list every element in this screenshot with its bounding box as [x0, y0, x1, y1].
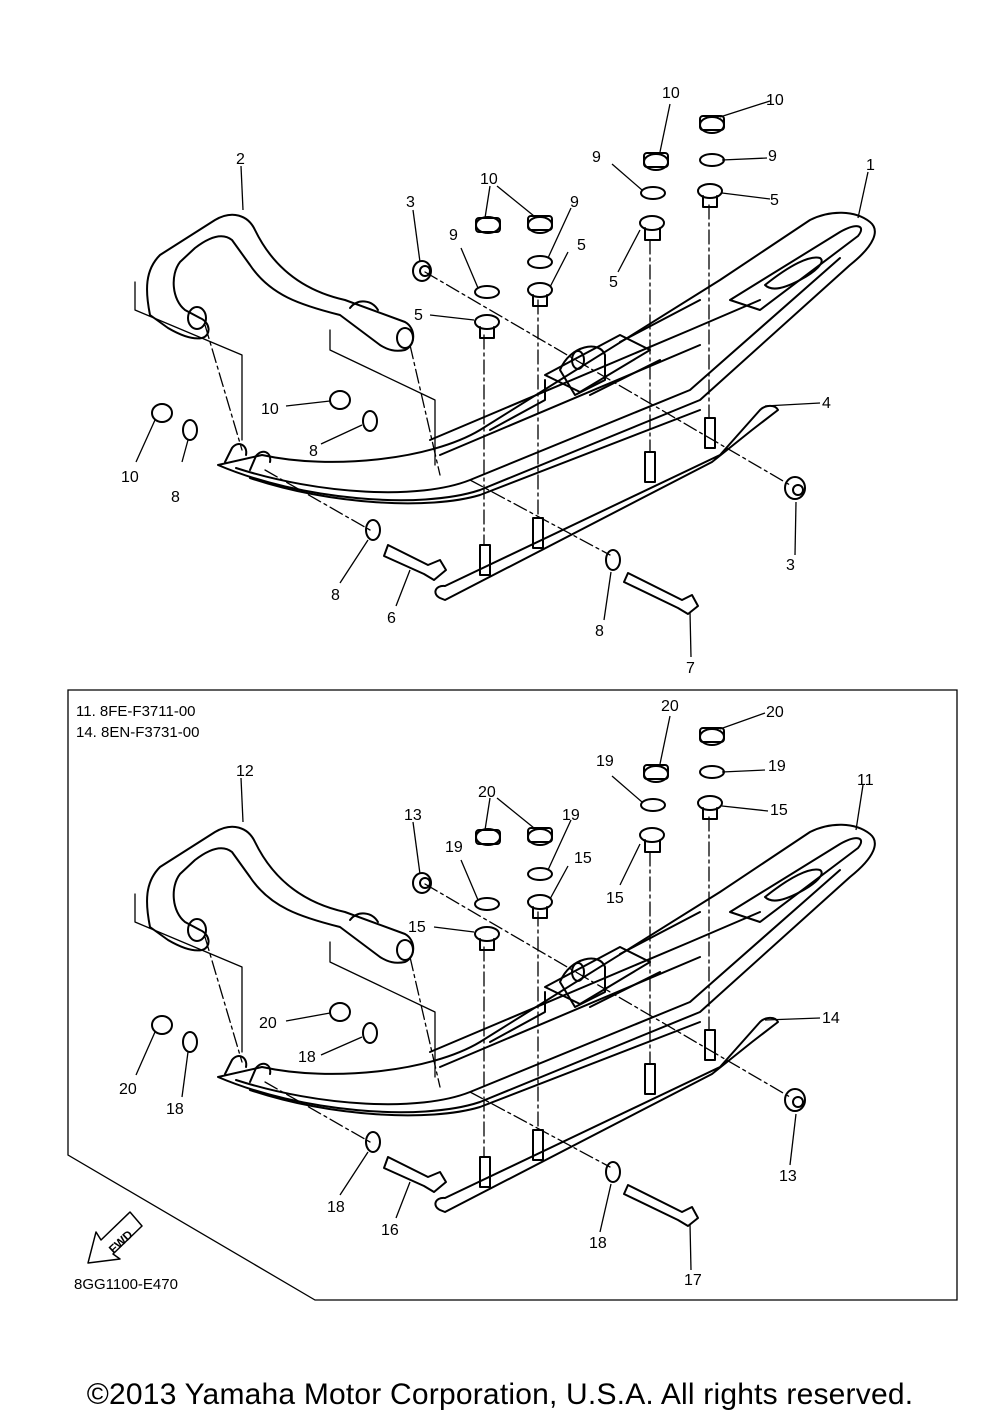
note-line-14: 14. 8EN-F3731-00	[76, 724, 199, 741]
callout-19: 19	[562, 807, 580, 824]
callout-3: 3	[406, 194, 415, 211]
callout-18: 18	[166, 1101, 184, 1118]
callout-18: 18	[298, 1049, 316, 1066]
ski-assembly-bottom	[134, 712, 876, 1271]
callout-11: 11	[857, 772, 874, 789]
callout-9: 9	[768, 148, 777, 165]
part-number-notes: 11. 8FE-F3711-00 14. 8EN-F3731-00	[76, 703, 199, 741]
callout-15: 15	[606, 890, 624, 907]
callout-19: 19	[445, 839, 463, 856]
callout-17: 17	[684, 1272, 702, 1289]
callout-20: 20	[119, 1081, 137, 1098]
callout-10: 10	[261, 401, 279, 418]
callout-9: 9	[570, 194, 579, 211]
variant-frame	[67, 689, 958, 1301]
callout-12: 12	[236, 763, 254, 780]
callout-6: 6	[387, 610, 396, 627]
callout-5: 5	[770, 192, 779, 209]
callout-20: 20	[478, 784, 496, 801]
callout-18: 18	[589, 1235, 607, 1252]
callout-8: 8	[331, 587, 340, 604]
callout-18: 18	[327, 1199, 345, 1216]
drawing-code: 8GG1100-E470	[74, 1276, 178, 1293]
copyright-notice: ©2013 Yamaha Motor Corporation, U.S.A. A…	[86, 1378, 914, 1411]
callout-3: 3	[786, 557, 795, 574]
callout-15: 15	[770, 802, 788, 819]
callout-19: 19	[768, 758, 786, 775]
callout-9: 9	[592, 149, 601, 166]
callout-13: 13	[779, 1168, 797, 1185]
callout-10: 10	[766, 92, 784, 109]
callout-13: 13	[404, 807, 422, 824]
callout-8: 8	[309, 443, 318, 460]
ski-assembly-top	[134, 100, 876, 658]
callout-7: 7	[686, 660, 695, 677]
callout-20: 20	[766, 704, 784, 721]
callout-5: 5	[414, 307, 423, 324]
callout-5: 5	[609, 274, 618, 291]
callout-2: 2	[236, 151, 245, 168]
callout-8: 8	[171, 489, 180, 506]
callout-20: 20	[259, 1015, 277, 1032]
callout-10: 10	[662, 85, 680, 102]
callout-5: 5	[577, 237, 586, 254]
fwd-arrow-icon: FWD	[87, 1211, 143, 1264]
top-callouts: 1 2 3 10 9 9 5 5 9 5 10 10 9 5 4 10 8 10…	[121, 85, 875, 677]
callout-20: 20	[661, 698, 679, 715]
callout-8: 8	[595, 623, 604, 640]
callout-15: 15	[408, 919, 426, 936]
callout-10: 10	[480, 171, 498, 188]
callout-1: 1	[866, 157, 875, 174]
callout-15: 15	[574, 850, 592, 867]
callout-16: 16	[381, 1222, 399, 1239]
callout-14: 14	[822, 1010, 840, 1027]
callout-10: 10	[121, 469, 139, 486]
note-line-11: 11. 8FE-F3711-00	[76, 703, 196, 720]
bottom-callouts: 11 12 13 20 19 19 15 15 19 15 20 20 19 1…	[119, 698, 874, 1289]
callout-19: 19	[596, 753, 614, 770]
callout-4: 4	[822, 395, 831, 412]
callout-9: 9	[449, 227, 458, 244]
